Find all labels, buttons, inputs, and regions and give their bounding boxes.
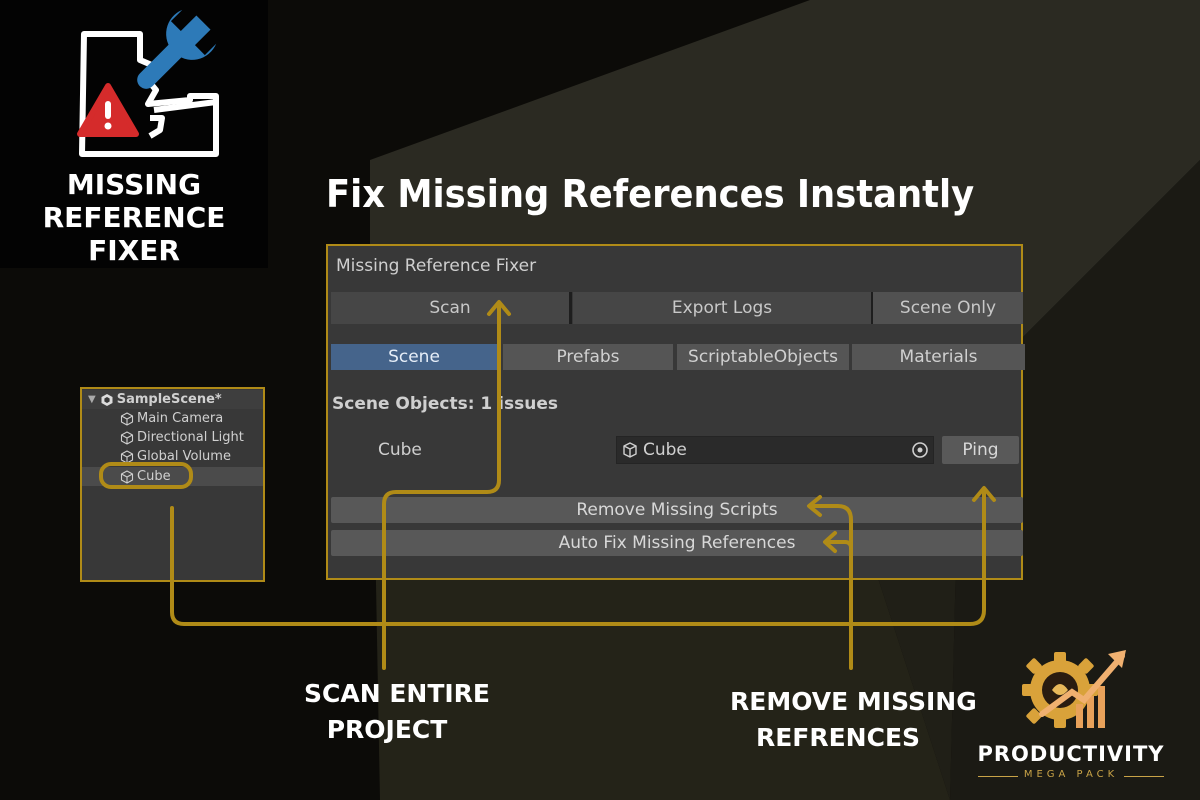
gear-chart-icon <box>1022 650 1126 728</box>
object-picker-icon[interactable] <box>911 441 929 459</box>
object-field-value: Cube <box>643 440 687 460</box>
callout-line: REMOVE MISSING <box>730 687 977 716</box>
hierarchy-item[interactable]: Directional Light <box>82 428 263 447</box>
object-reference-field[interactable]: Cube <box>616 436 934 464</box>
hierarchy-item[interactable]: Global Volume <box>82 447 263 466</box>
hierarchy-item-selected[interactable]: Cube <box>82 467 263 486</box>
section-title: Scene Objects: 1 issues <box>332 394 558 414</box>
scene-name: SampleScene* <box>116 392 222 407</box>
brand-divider <box>978 776 1018 777</box>
category-tabs: Scene Prefabs ScriptableObjects Material… <box>331 344 1025 370</box>
tab-scene[interactable]: Scene <box>331 344 497 370</box>
callout-scan: SCAN ENTIRE PROJECT <box>304 676 491 748</box>
logo-wordmark: MISSING REFERENCE FIXER <box>0 168 268 267</box>
ping-button[interactable]: Ping <box>942 436 1019 464</box>
auto-fix-missing-references-button[interactable]: Auto Fix Missing References <box>331 530 1023 556</box>
hierarchy-panel: ▼ SampleScene* Main Camera Directional L… <box>80 387 265 582</box>
hierarchy-item[interactable]: Main Camera <box>82 409 263 428</box>
callout-remove: REMOVE MISSING REFRENCES <box>730 684 977 756</box>
cube-icon <box>120 411 134 426</box>
wrench-icon <box>137 9 217 89</box>
tab-materials[interactable]: Materials <box>852 344 1025 370</box>
logo-line: FIXER <box>88 234 180 267</box>
callout-line: PROJECT <box>326 715 448 744</box>
tab-prefabs[interactable]: Prefabs <box>503 344 673 370</box>
hierarchy-item-label: Cube <box>137 469 171 484</box>
export-logs-button[interactable]: Export Logs <box>573 292 871 324</box>
unity-scene-icon <box>101 393 113 406</box>
toolbar-divider <box>871 292 874 324</box>
cube-icon <box>623 442 637 458</box>
product-logo: MISSING REFERENCE FIXER <box>0 0 268 268</box>
cube-icon <box>120 449 134 464</box>
issue-object-label: Cube <box>378 440 422 460</box>
missing-reference-fixer-window: Missing Reference Fixer Scan Export Logs… <box>326 244 1025 580</box>
callout-line: SCAN ENTIRE <box>304 679 491 708</box>
hierarchy-item-label: Main Camera <box>137 411 224 426</box>
toolbar-divider <box>569 292 572 324</box>
cube-icon <box>120 430 134 445</box>
brand-divider <box>1124 776 1164 777</box>
tab-scriptableobjects[interactable]: ScriptableObjects <box>677 344 849 370</box>
logo-line: MISSING <box>66 168 202 201</box>
hierarchy-item-label: Directional Light <box>137 430 244 445</box>
callout-line: REFRENCES <box>755 723 921 752</box>
hierarchy-scene-row[interactable]: ▼ SampleScene* <box>82 390 263 409</box>
missing-reference-logo-icon <box>77 9 219 157</box>
window-title: Missing Reference Fixer <box>336 256 537 276</box>
warning-triangle-icon <box>77 83 139 137</box>
brand-subtitle: MEGA PACK <box>1023 769 1119 780</box>
scan-button[interactable]: Scan <box>331 292 569 324</box>
headline: Fix Missing References Instantly <box>326 172 975 216</box>
remove-missing-scripts-button[interactable]: Remove Missing Scripts <box>331 497 1023 523</box>
brand-name: PRODUCTIVITY <box>977 742 1165 766</box>
scene-only-toggle[interactable]: Scene Only <box>873 292 1023 324</box>
expand-arrow-icon[interactable]: ▼ <box>88 394 96 405</box>
cube-icon <box>120 469 134 484</box>
logo-line: REFERENCE <box>42 201 226 234</box>
hierarchy-item-label: Global Volume <box>137 449 231 464</box>
